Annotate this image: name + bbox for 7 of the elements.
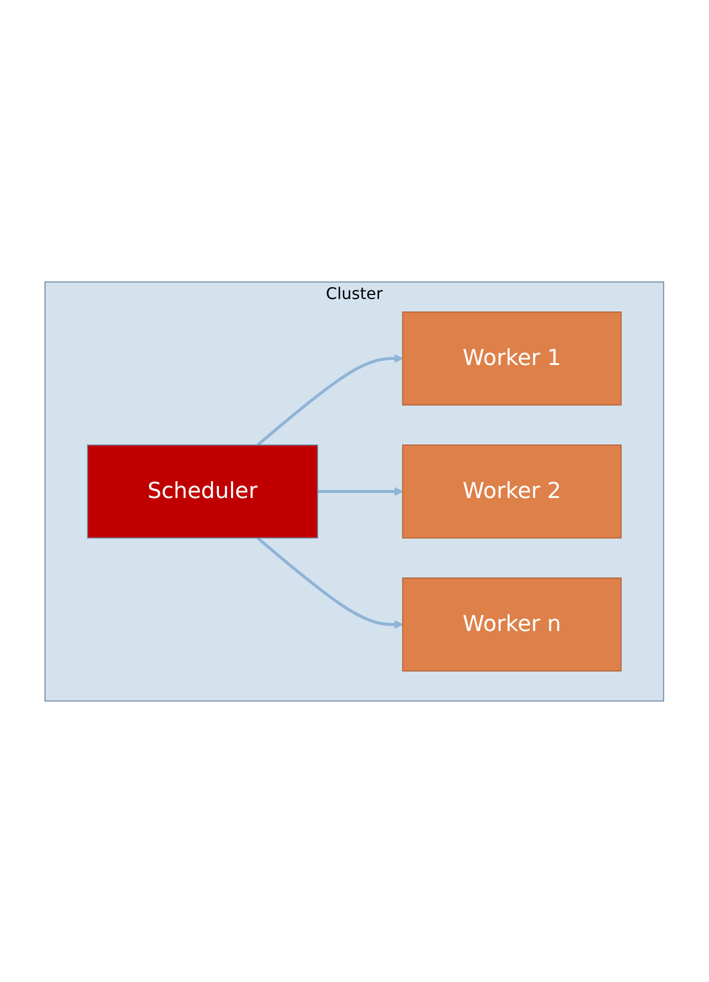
node-box: Worker n — [402, 577, 622, 671]
node-box: Worker 2 — [402, 444, 622, 538]
arrow — [318, 486, 404, 496]
arrow — [256, 354, 404, 446]
node-box: Scheduler — [87, 444, 318, 538]
arrow — [256, 536, 404, 628]
node-box: Worker 1 — [402, 311, 622, 405]
